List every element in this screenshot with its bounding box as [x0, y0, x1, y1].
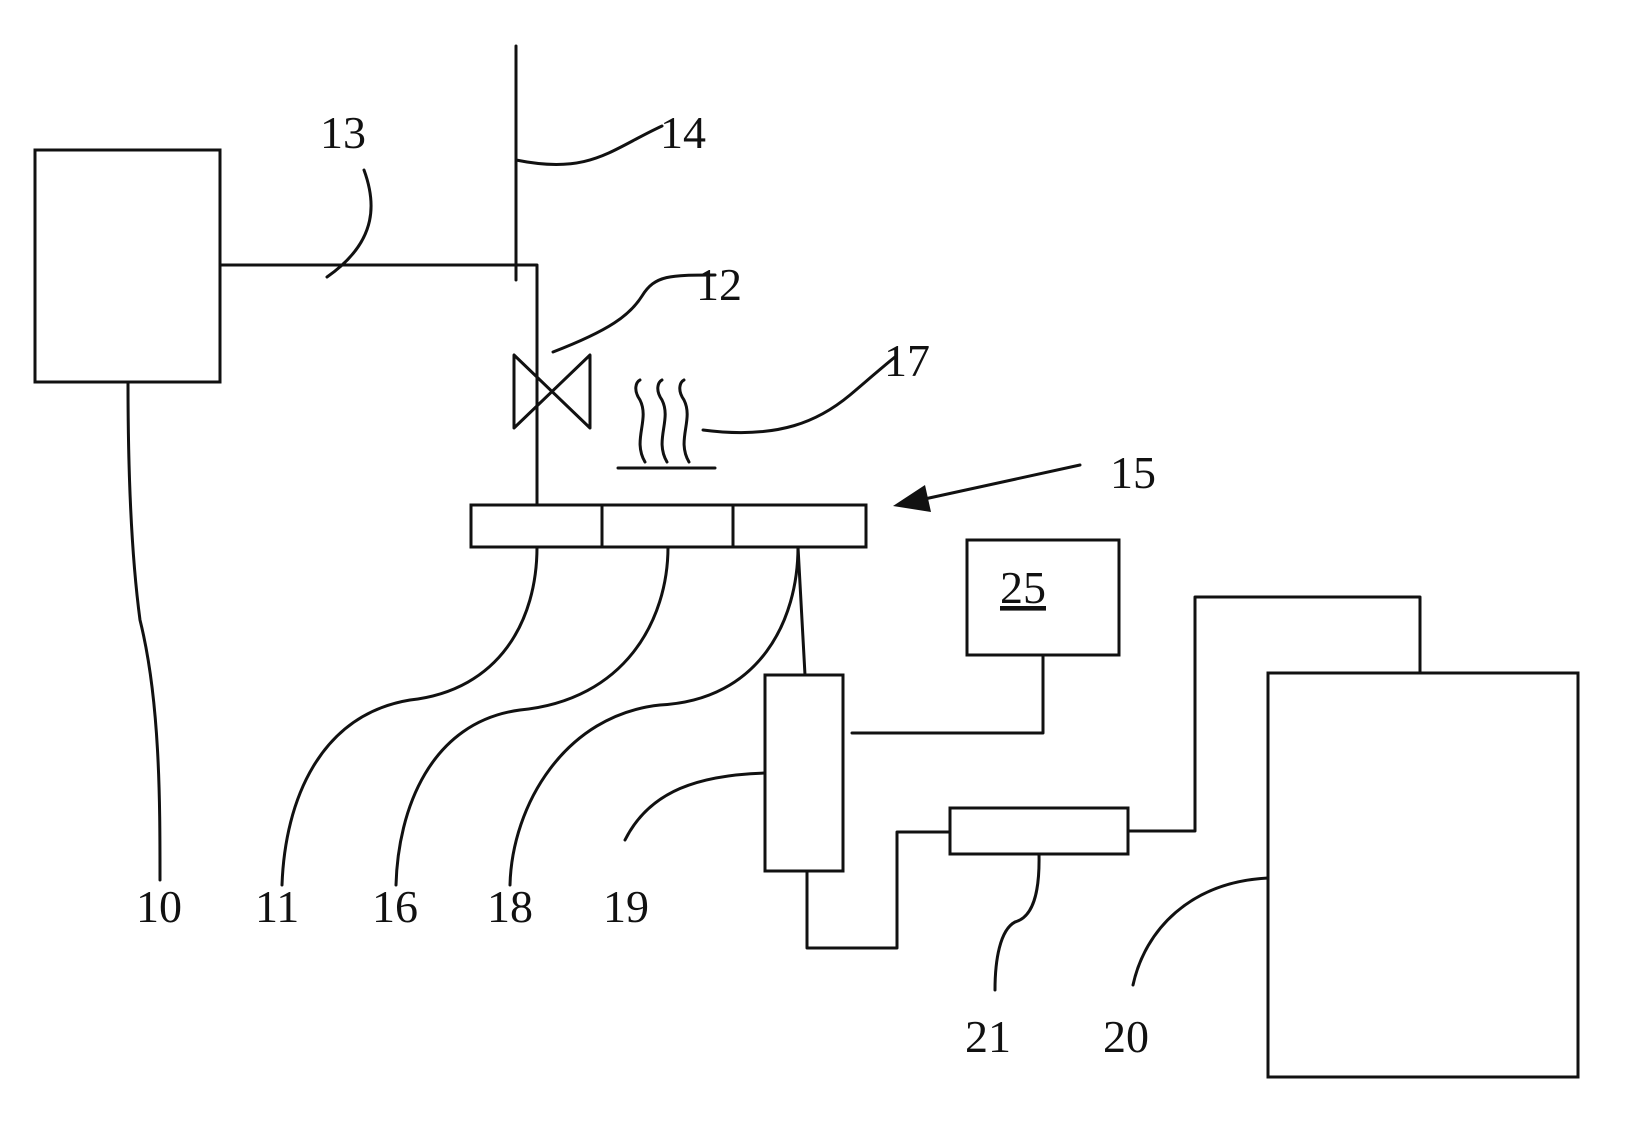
leader-10 [128, 382, 160, 880]
leader-18 [510, 547, 798, 885]
component-20-box [1268, 673, 1578, 1077]
leader-12 [553, 275, 715, 352]
label-11: 11 [255, 881, 299, 932]
arrow-icon [893, 465, 1080, 512]
valve-icon [514, 355, 590, 428]
label-14: 14 [660, 107, 706, 158]
line-19-25 [852, 655, 1043, 733]
label-19: 19 [603, 881, 649, 932]
heat-waves-icon [618, 380, 715, 468]
leader-19 [625, 773, 765, 840]
label-21: 21 [965, 1011, 1011, 1062]
label-20: 20 [1103, 1011, 1149, 1062]
label-10: 10 [136, 881, 182, 932]
leader-13 [327, 170, 371, 277]
label-17: 17 [884, 335, 930, 386]
line-18-19 [798, 547, 805, 675]
label-15: 15 [1110, 447, 1156, 498]
leader-21 [995, 854, 1039, 990]
leader-20 [1133, 878, 1268, 985]
component-21-box [950, 808, 1128, 854]
component-19-box [765, 675, 843, 871]
label-25: 25 [1000, 562, 1046, 613]
component-10-box [35, 150, 220, 382]
label-18: 18 [487, 881, 533, 932]
label-13: 13 [320, 107, 366, 158]
label-16: 16 [372, 881, 418, 932]
component-15-bar [471, 505, 866, 547]
line-13 [220, 265, 537, 505]
label-12: 12 [696, 259, 742, 310]
leader-14 [516, 126, 662, 165]
leader-17 [703, 357, 895, 433]
